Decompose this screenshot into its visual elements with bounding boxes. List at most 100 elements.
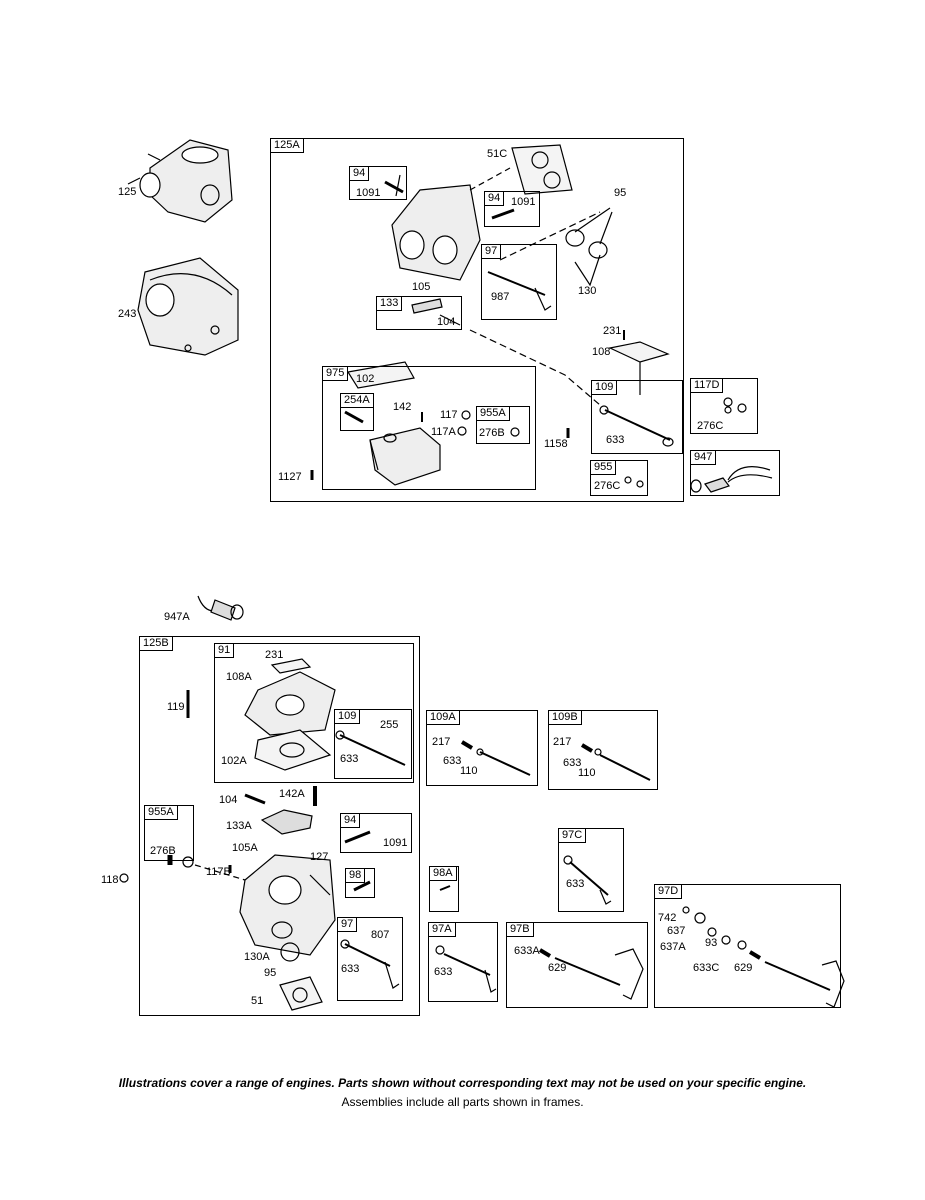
callout-231: 231 [603, 325, 622, 337]
callout-95: 95 [614, 187, 627, 199]
frame-97c [558, 828, 624, 912]
callout-119: 119 [167, 701, 185, 713]
part-125-carburetor [127, 139, 233, 223]
callout-633-top: 633 [606, 434, 625, 446]
callout-108: 108 [592, 346, 611, 358]
frame-94-bottom [340, 813, 412, 853]
footer-note: Illustrations cover a range of engines. … [118, 1076, 807, 1090]
frame-94-right [484, 191, 540, 227]
callout-102a: 102A [221, 755, 247, 767]
callout-276c-955: 276C [594, 480, 621, 492]
frame-125b [139, 636, 420, 1016]
callout-633-d: 633 [563, 757, 582, 769]
callout-51: 51 [251, 995, 264, 1007]
callout-110-b: 110 [578, 767, 596, 779]
callout-130: 130 [578, 285, 597, 297]
callout-1091-b: 1091 [511, 196, 536, 208]
tag-109-b: 109 [334, 709, 361, 724]
tag-955a-bottom: 955A [144, 805, 178, 820]
frame-109a [426, 710, 538, 786]
tag-109b: 109B [548, 710, 582, 725]
callout-1127: 1127 [278, 471, 302, 483]
tag-97-top: 97 [481, 244, 502, 259]
tag-97-bottom: 97 [337, 917, 358, 932]
callout-276b: 276B [479, 427, 505, 439]
frame-91 [214, 643, 414, 783]
tag-133: 133 [376, 296, 403, 311]
frame-947 [690, 450, 780, 496]
callout-102: 102 [356, 373, 375, 385]
callout-51c: 51C [487, 148, 508, 160]
tag-109a: 109A [426, 710, 460, 725]
callout-217-a: 217 [432, 736, 451, 748]
tag-975: 975 [322, 366, 349, 381]
frame-125a [270, 138, 684, 502]
callout-243: 243 [118, 308, 137, 320]
callout-231-b: 231 [265, 649, 284, 661]
callout-104-b: 104 [219, 794, 238, 806]
callout-95-b: 95 [264, 967, 277, 979]
callout-947a: 947A [164, 611, 190, 623]
callout-110-a: 110 [460, 765, 478, 777]
tag-947: 947 [690, 450, 717, 465]
callout-130a: 130A [244, 951, 270, 963]
frame-955 [590, 460, 648, 496]
callout-633-b: 633 [340, 753, 359, 765]
frame-97d [654, 884, 841, 1008]
tag-125a: 125A [270, 138, 304, 153]
frame-133 [376, 296, 462, 330]
callout-105a: 105A [232, 842, 258, 854]
part-carburetor-body-125a [391, 167, 511, 281]
callout-1158: 1158 [544, 438, 568, 450]
callout-987: 987 [491, 291, 510, 303]
tag-97c: 97C [558, 828, 587, 843]
callout-1091-a: 1091 [356, 187, 381, 199]
part-51c-gasket [511, 144, 573, 195]
callout-633-e: 633 [566, 878, 585, 890]
callout-104: 104 [437, 316, 456, 328]
callout-633-c: 633 [443, 755, 462, 767]
tag-98: 98 [345, 868, 366, 883]
part-243-housing [137, 257, 239, 356]
tag-955: 955 [590, 460, 617, 475]
tag-254a: 254A [340, 393, 374, 408]
callout-142: 142 [393, 401, 412, 413]
callout-637a: 637A [660, 941, 686, 953]
frame-117d [690, 378, 758, 434]
callout-629-a: 629 [548, 962, 567, 974]
tag-97d: 97D [654, 884, 683, 899]
callout-125: 125 [118, 186, 137, 198]
tag-91: 91 [214, 643, 235, 658]
frame-109b [548, 710, 658, 790]
part-95-130-plates [565, 207, 613, 287]
frame-97-bottom [337, 917, 403, 1001]
callout-217-b: 217 [553, 736, 572, 748]
callout-633-f: 633 [341, 963, 360, 975]
tag-98a: 98A [429, 866, 457, 881]
tag-94-top: 94 [349, 166, 370, 181]
callout-118: 118 [101, 874, 119, 886]
tag-97b: 97B [506, 922, 534, 937]
callout-117a: 117A [431, 426, 456, 438]
part-947a-solenoid [197, 595, 244, 621]
tag-125b: 125B [139, 636, 173, 651]
tag-955a-top: 955A [476, 406, 510, 421]
callout-108a: 108A [226, 671, 252, 683]
tag-117d: 117D [690, 378, 724, 393]
frame-94-top [349, 166, 407, 200]
tag-94-bottom: 94 [340, 813, 361, 828]
part-975-float-bowl [347, 361, 441, 486]
tag-109-top: 109 [591, 380, 618, 395]
frame-109-b [334, 709, 412, 779]
callout-633-g: 633 [434, 966, 453, 978]
callout-142a: 142A [279, 788, 305, 800]
callout-276c-117d: 276C [697, 420, 724, 432]
callout-1091-c: 1091 [383, 837, 408, 849]
callout-127: 127 [310, 851, 329, 863]
callout-93: 93 [705, 937, 718, 949]
callout-807: 807 [371, 929, 390, 941]
frame-97-top [481, 244, 557, 320]
callout-276b-b: 276B [150, 845, 176, 857]
callout-133a: 133A [226, 820, 252, 832]
callout-255: 255 [380, 719, 399, 731]
